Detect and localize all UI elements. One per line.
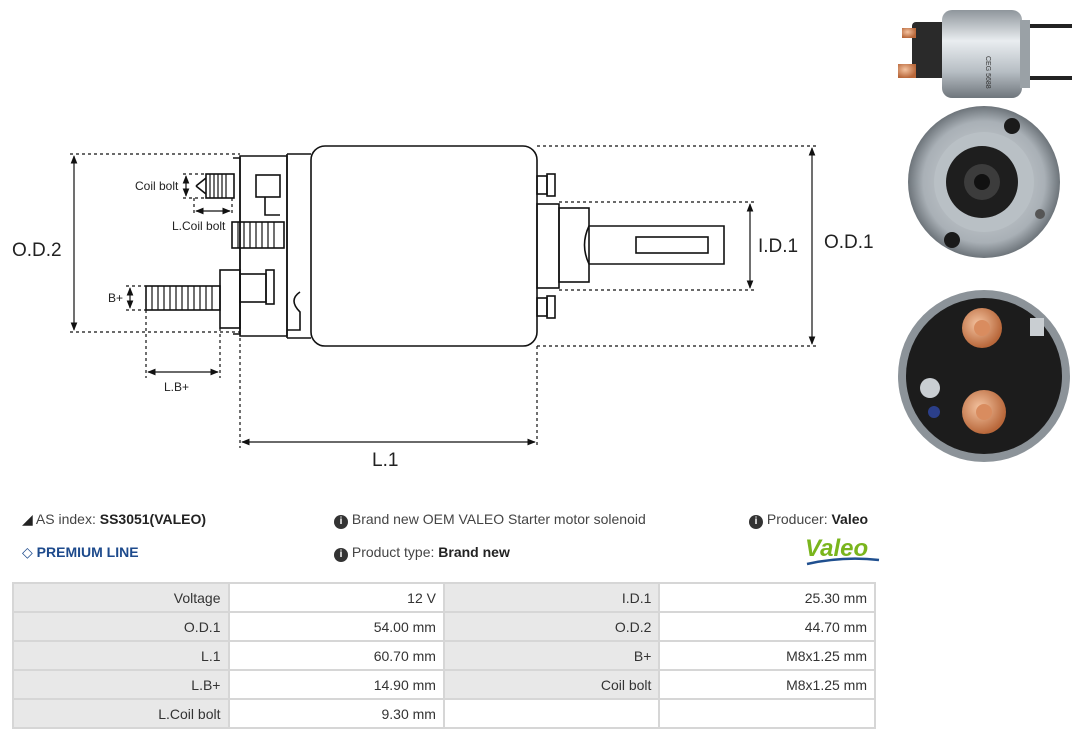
table-row: L.B+ 14.90 mm Coil bolt M8x1.25 mm <box>12 669 876 700</box>
product-type: i Product type: Brand new <box>334 544 510 562</box>
spec-value: M8x1.25 mm <box>658 669 876 700</box>
spec-empty <box>658 698 876 729</box>
table-row: L.1 60.70 mm B+ M8x1.25 mm <box>12 640 876 671</box>
spec-label: B+ <box>442 640 661 671</box>
diamond-icon: ◇ <box>22 544 33 560</box>
producer-value: Valeo <box>831 511 869 527</box>
label-od1: O.D.1 <box>824 232 874 253</box>
label-id1: I.D.1 <box>758 236 798 257</box>
side-photo-label: CEG 5688 <box>984 56 991 89</box>
premium-line-label: PREMIUM LINE <box>36 544 139 560</box>
premium-line[interactable]: ◇ PREMIUM LINE <box>22 544 139 561</box>
label-l-coil-bolt: L.Coil bolt <box>172 219 226 233</box>
description-text: Brand new OEM VALEO Starter motor soleno… <box>351 511 646 527</box>
label-coil-bolt: Coil bolt <box>135 179 179 193</box>
spec-label: O.D.1 <box>12 611 230 642</box>
spec-label: I.D.1 <box>442 582 661 613</box>
spec-label: L.Coil bolt <box>12 698 230 729</box>
spec-table: Voltage 12 V I.D.1 25.30 mm O.D.1 54.00 … <box>12 582 876 729</box>
table-row: O.D.1 54.00 mm O.D.2 44.70 mm <box>12 611 876 642</box>
spec-value: 9.30 mm <box>227 698 445 729</box>
product-type-label: Product type: <box>351 544 435 560</box>
label-l1: L.1 <box>372 450 398 471</box>
table-row: Voltage 12 V I.D.1 25.30 mm <box>12 582 876 613</box>
as-index-label: AS index: <box>35 511 96 527</box>
tag-icon: ◢ <box>22 511 33 527</box>
technical-drawing: O.D.2 O.D.1 I.D.1 L.1 Coil bolt L.Coil b… <box>12 145 874 471</box>
valeo-logo: Valeo <box>805 535 880 566</box>
spec-value: 54.00 mm <box>227 611 445 642</box>
spec-label: Voltage <box>12 582 230 613</box>
spec-label: Coil bolt <box>442 669 661 700</box>
spec-label: L.B+ <box>12 669 230 700</box>
label-b-plus: B+ <box>108 291 123 305</box>
terminal-view-photo <box>898 290 1070 462</box>
label-l-b-plus: L.B+ <box>164 380 189 394</box>
side-view-photo: CEG 5688 <box>898 10 1072 98</box>
as-index-value: SS3051(VALEO) <box>99 511 207 527</box>
front-view-photo <box>908 106 1060 258</box>
producer-label: Producer: <box>766 511 828 527</box>
spec-value: 44.70 mm <box>658 611 876 642</box>
table-row: L.Coil bolt 9.30 mm <box>12 698 876 729</box>
producer: i Producer: Valeo <box>749 511 868 529</box>
spec-value: 60.70 mm <box>227 640 445 671</box>
product-type-value: Brand new <box>438 544 510 560</box>
product-photos: CEG 5688 <box>898 10 1072 462</box>
info-icon: i <box>749 515 763 529</box>
description: i Brand new OEM VALEO Starter motor sole… <box>334 511 646 529</box>
info-icon: i <box>334 548 348 562</box>
spec-label: L.1 <box>12 640 230 671</box>
spec-label: O.D.2 <box>442 611 661 642</box>
as-index: ◢ AS index: SS3051(VALEO) <box>22 511 206 528</box>
spec-value: 14.90 mm <box>227 669 445 700</box>
solenoid-body <box>310 145 538 347</box>
info-icon: i <box>334 515 348 529</box>
spec-value: 25.30 mm <box>658 582 876 613</box>
spec-value: M8x1.25 mm <box>658 640 876 671</box>
spec-empty <box>442 698 661 729</box>
spec-value: 12 V <box>227 582 445 613</box>
label-od2: O.D.2 <box>12 240 62 261</box>
